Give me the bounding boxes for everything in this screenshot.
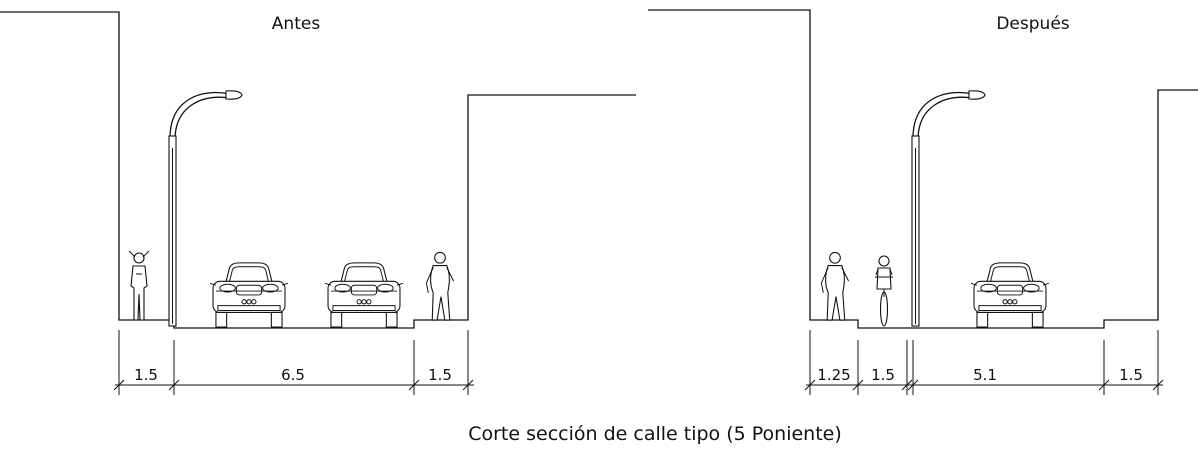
pedestrian-figure (425, 251, 455, 321)
panel-antes: Antes 1.5 6.5 1.5 (0, 11, 636, 395)
car-figure (324, 262, 404, 328)
panel-title-antes: Antes (272, 14, 321, 34)
dimension-label: 6.5 (281, 366, 305, 384)
dimension-label: 1.5 (871, 366, 895, 384)
cyclist-figure (874, 255, 894, 327)
panel-title-despues: Después (996, 14, 1069, 34)
car-figure (970, 262, 1050, 328)
dimension-line-despues (804, 330, 1164, 395)
pedestrian-figure (820, 251, 850, 321)
dimension-label: 1.25 (817, 366, 850, 384)
street-profile-antes (0, 11, 636, 329)
dimension-line-antes (113, 330, 474, 395)
figure-caption: Corte sección de calle tipo (5 Poniente) (468, 423, 842, 445)
car-figure (209, 262, 289, 328)
dimension-label: 1.5 (134, 366, 158, 384)
dimension-label: 1.5 (428, 366, 452, 384)
dimension-label: 5.1 (973, 366, 997, 384)
pedestrian-figure (128, 250, 150, 321)
panel-despues: Después 1.25 1.5 5.1 1.5 (648, 9, 1198, 395)
dimension-label: 1.5 (1119, 366, 1143, 384)
street-profile-despues (648, 9, 1198, 329)
